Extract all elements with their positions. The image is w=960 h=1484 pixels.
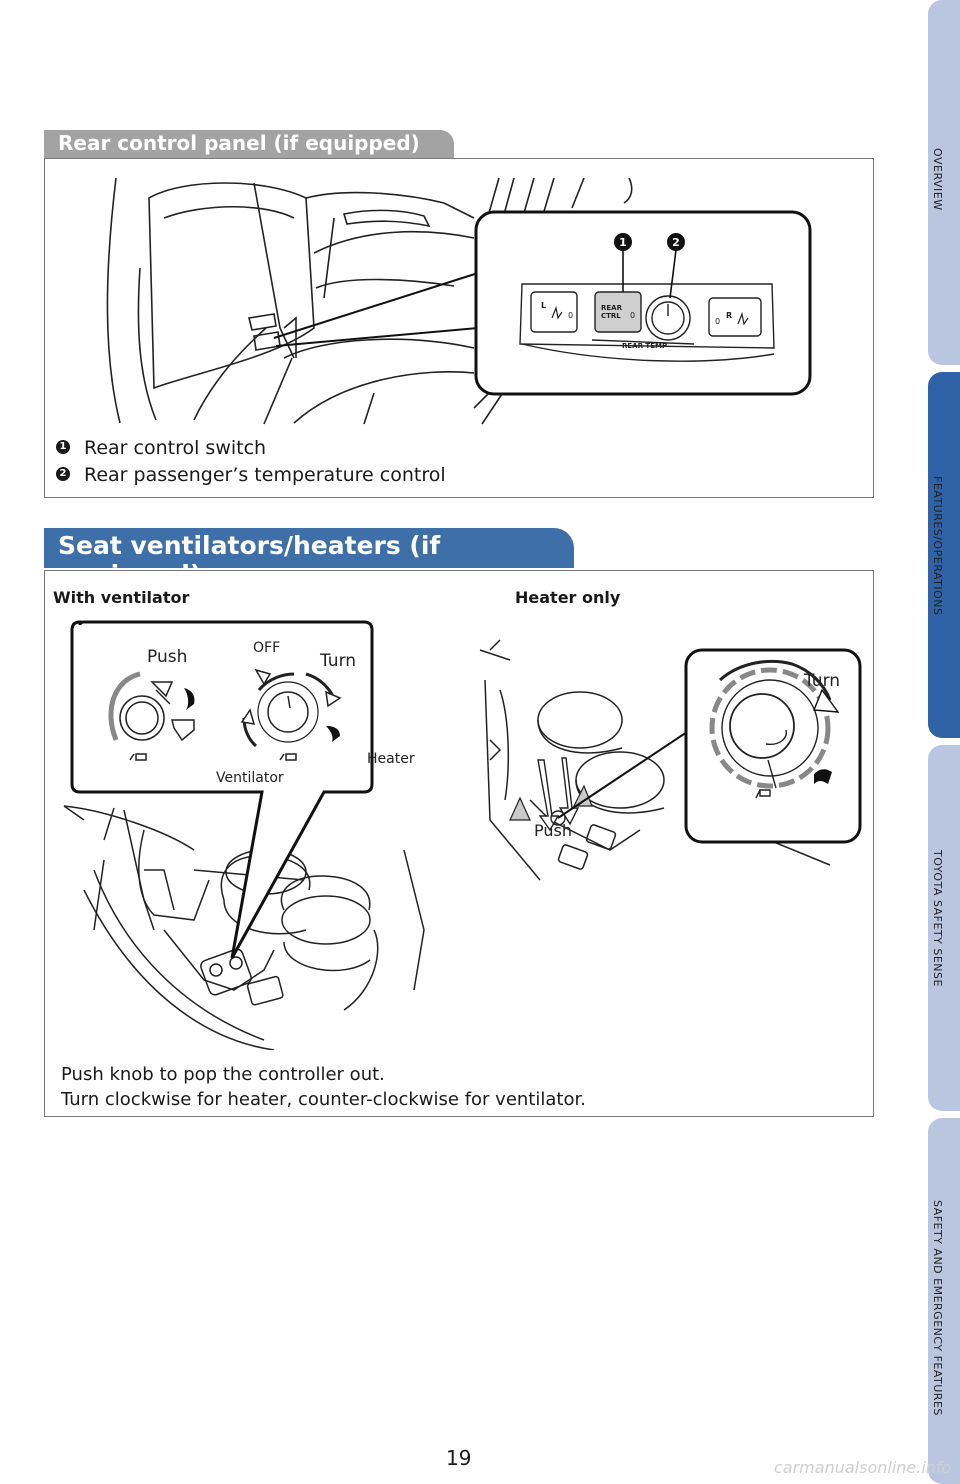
with-ventilator-caption: With ventilator xyxy=(53,588,190,607)
item-number-badge: 2 xyxy=(56,466,70,481)
rear-item-text: Rear passenger’s temperature control xyxy=(84,464,446,486)
rear-interior-illustration: 1 2 L 0 REAR CTRL 0 REAR TEMP 0 R xyxy=(106,177,812,489)
page-number: 19 xyxy=(446,1446,472,1470)
panel-rear-ctrl-label: REAR xyxy=(601,304,623,312)
panel-zero-label: 0 xyxy=(568,311,573,320)
heater-console-illustration: Turn Push xyxy=(479,639,862,881)
tab-toyota-safety-sense[interactable] xyxy=(928,745,960,1111)
heater-turn-label: Turn xyxy=(803,671,840,691)
rear-item-2: 2 Rear passenger’s temperature control xyxy=(56,464,446,486)
heater-push-label: Push xyxy=(534,821,572,840)
ventilator-console-illustration: Push OFF Turn Heater Ventilator xyxy=(63,620,425,1050)
callout-number: 1 xyxy=(619,236,627,249)
ventilator-off-label: OFF xyxy=(253,640,280,656)
watermark: carmanualsonline.info xyxy=(774,1458,952,1477)
panel-zero-label: 0 xyxy=(630,311,635,320)
tab-label-features: FEATURES/OPERATIONS xyxy=(931,476,944,616)
panel-rear-temp-label: REAR TEMP xyxy=(622,342,667,350)
item-number-badge: 1 xyxy=(56,439,70,454)
ventilator-turn-label: Turn xyxy=(319,651,356,671)
callout-number: 2 xyxy=(672,236,680,249)
panel-zero-label: 0 xyxy=(715,317,720,326)
ventilator-push-label: Push xyxy=(147,647,187,667)
tab-label-safety-emergency: SAFETY AND EMERGENCY FEATURES xyxy=(931,1200,944,1416)
rear-item-text: Rear control switch xyxy=(84,437,267,459)
ventilator-ventilator-label: Ventilator xyxy=(216,770,284,786)
ventilator-heater-label: Heater xyxy=(367,751,415,767)
tab-safety-emergency[interactable] xyxy=(928,1118,960,1484)
rear-panel-header: Rear control panel (if equipped) xyxy=(44,130,454,158)
heater-only-caption: Heater only xyxy=(515,588,621,607)
description-line: Turn clockwise for heater, counter-clock… xyxy=(61,1089,586,1110)
tab-features-operations[interactable] xyxy=(928,372,960,738)
description-line: Push knob to pop the controller out. xyxy=(61,1064,385,1085)
seat-description: Push knob to pop the controller out. Tur… xyxy=(61,1062,586,1112)
tab-label-overview: OVERVIEW xyxy=(931,148,944,211)
panel-right-label: R xyxy=(726,311,732,320)
rear-panel-title: Rear control panel (if equipped) xyxy=(58,131,420,155)
rear-item-1: 1 Rear control switch xyxy=(56,437,266,459)
panel-left-label: L xyxy=(541,301,546,310)
panel-rear-ctrl-label-2: CTRL xyxy=(601,312,621,320)
tab-label-safety-sense: TOYOTA SAFETY SENSE xyxy=(931,850,944,987)
tab-overview[interactable] xyxy=(928,0,960,365)
seat-section-header: Seat ventilators/heaters (if equipped) xyxy=(44,528,574,589)
